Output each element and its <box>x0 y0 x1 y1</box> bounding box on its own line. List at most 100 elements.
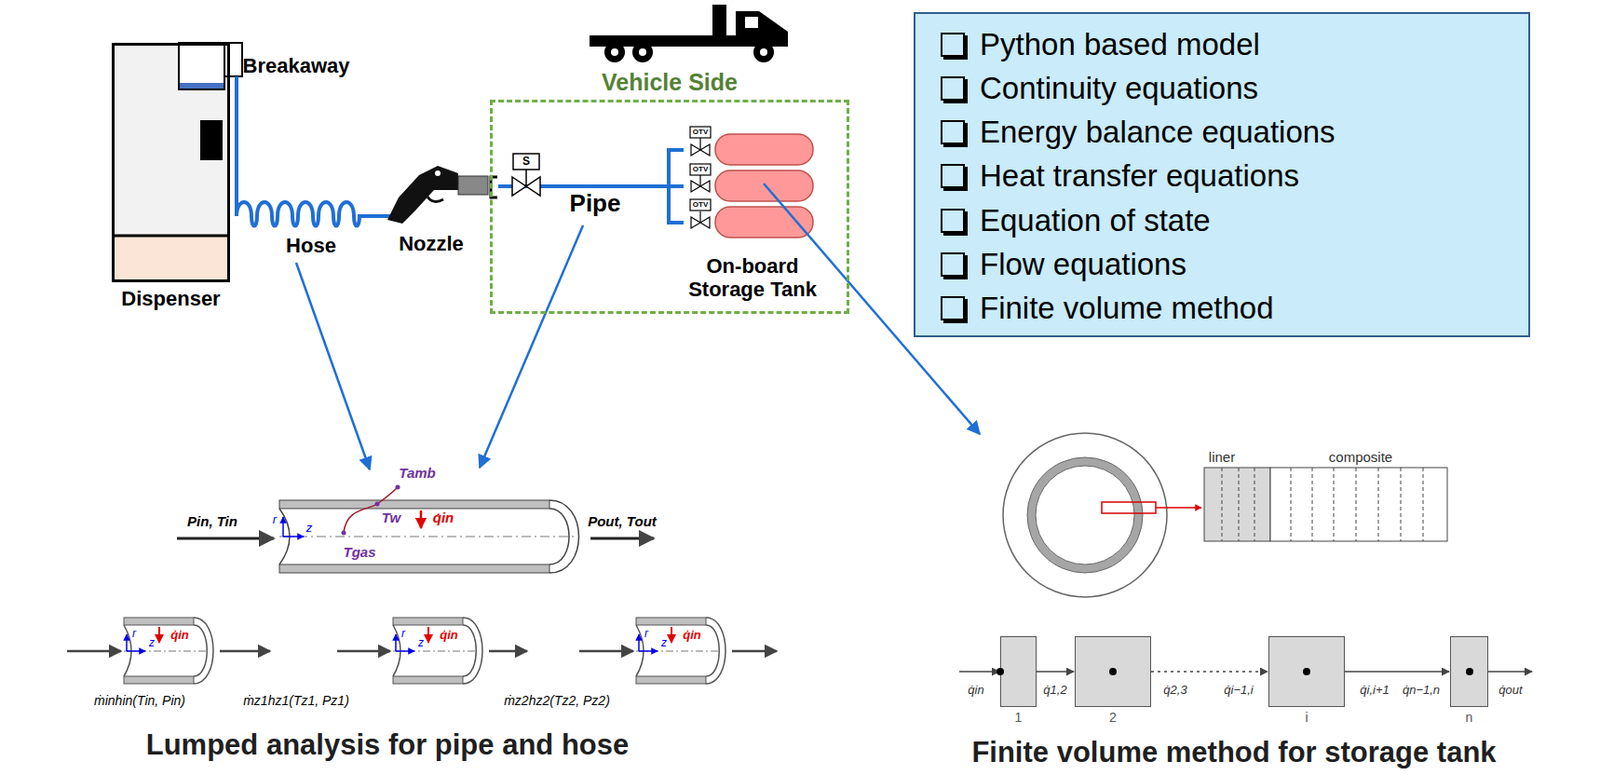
edge-label: q̇2,3 <box>1163 683 1187 698</box>
checkbox-icon <box>940 32 965 57</box>
tank-cross-section-part-part <box>1238 467 1240 542</box>
node-text: 1 <box>1015 709 1023 725</box>
hose-part <box>236 76 392 227</box>
tank-cross-section-part-part <box>1254 467 1256 542</box>
truck-icon-part <box>759 48 768 56</box>
node-text: Heat transfer equations <box>979 158 1300 194</box>
tank-cross-section-part-part <box>1333 467 1335 542</box>
tank-cross-section-part <box>1027 457 1143 573</box>
pipe-segments-part-part <box>337 650 391 653</box>
label-text: q̇in <box>439 628 459 643</box>
pipe-section-part <box>279 564 550 573</box>
truck-icon-part <box>753 41 774 63</box>
list-item: Python based model <box>940 27 1510 63</box>
vehicle-pipe-part <box>666 149 684 223</box>
cell-centroid <box>1302 667 1311 676</box>
solenoid-valve-part <box>513 153 540 170</box>
edge-label: q̇1,2 <box>1043 683 1067 698</box>
label-text: Hose <box>285 233 337 258</box>
checkbox-icon <box>940 120 965 145</box>
node-text: Dispenser <box>121 286 220 312</box>
dispenser-body-part <box>112 235 230 282</box>
label-text: Lumped analysis for pipe and hose <box>146 728 630 762</box>
fv-boundary-flux-part <box>1488 670 1533 673</box>
label-text: OTV <box>692 127 708 136</box>
dispenser-body-part <box>224 42 243 77</box>
dispenser-body-part <box>111 234 231 238</box>
dispenser-body-part <box>200 120 223 161</box>
node-text: Continuity equations <box>979 70 1259 107</box>
truck-icon-part <box>735 11 788 47</box>
truck-icon-part <box>712 4 727 36</box>
label-text: q̇n−1,n <box>1402 683 1440 698</box>
label-text: liner <box>1208 448 1235 465</box>
tank-cross-section-part <box>1221 467 1424 542</box>
dispenser-body-part <box>179 82 224 89</box>
list-item: Energy balance equations <box>940 114 1510 150</box>
pipe-section-part <box>420 510 423 529</box>
label-text: composite <box>1328 448 1393 465</box>
label-text: Pin, Tin <box>187 513 238 529</box>
fv-boundary-flux-part <box>959 670 1000 673</box>
dispenser-body <box>111 42 243 282</box>
label-text: On-board Storage Tank <box>682 254 823 302</box>
label-text: ṁinhin(Tin, Pin) <box>94 692 186 708</box>
node-text: Python based model <box>979 27 1261 63</box>
label-text: z <box>661 637 667 651</box>
pipe-segments-part <box>123 617 214 684</box>
cell-centroid <box>1109 667 1117 676</box>
fv-boundary-flux <box>959 670 1533 673</box>
pipe-segments-part <box>393 617 483 684</box>
checkbox-icon <box>940 208 965 233</box>
otv-valves-part <box>699 175 701 187</box>
finite-volume-cell: n <box>1450 636 1489 707</box>
nozzle-part <box>387 165 459 224</box>
pipe-section-part <box>283 535 304 538</box>
checkbox-icon <box>940 296 965 321</box>
truck-icon <box>589 4 788 63</box>
tank-cross-section-part <box>1035 465 1135 565</box>
list-item: Continuity equations <box>940 70 1510 107</box>
tank-cross-section-part-part <box>1312 467 1314 542</box>
label-text: Finite volume method for storage tank <box>971 735 1496 770</box>
pipe-section-part <box>176 537 274 541</box>
checkbox-icon <box>940 163 965 189</box>
pipe-section-part <box>341 530 347 536</box>
node-text: Energy balance equations <box>979 114 1336 150</box>
finite-volume-cell: 1 <box>1000 636 1037 707</box>
tank-cross-section <box>1003 433 1448 597</box>
node-text: Vehicle Side <box>601 68 738 96</box>
label-text: r <box>401 627 406 641</box>
truck-icon-part <box>632 41 653 63</box>
nozzle <box>387 165 498 224</box>
feature-list-box: Python based modelContinuity equationsEn… <box>913 12 1531 338</box>
label-text: q̇i−1,i <box>1223 683 1253 698</box>
label-text: q̇out <box>1498 683 1522 698</box>
truck-icon-part <box>745 16 759 28</box>
pipe-segments-part-part <box>732 650 777 653</box>
node-text: Equation of state <box>979 203 1211 239</box>
pointer-arrows <box>296 183 980 470</box>
tank-cross-section-part-part <box>1423 467 1424 542</box>
pipe-section <box>176 485 654 574</box>
tank-cross-section-part <box>1003 433 1167 597</box>
pipe-section-part <box>282 516 285 537</box>
label-text: q̇in <box>967 683 984 698</box>
pipe-segments-part <box>636 617 726 684</box>
nozzle-part <box>434 170 441 177</box>
tank-cross-section-part-part <box>1355 467 1357 542</box>
label-text: q̇in <box>682 628 702 643</box>
flux-arrow <box>1151 670 1268 673</box>
solenoid-valve <box>512 153 541 196</box>
label-text: ṁz2hz2(Tz2, Pz2) <box>503 692 611 708</box>
dispenser-body-part <box>178 42 225 90</box>
list-item: Equation of state <box>940 203 1510 239</box>
truck-icon-part <box>610 48 619 56</box>
tank-cross-section-part-part <box>1378 467 1380 542</box>
pipe-segments-part <box>67 650 777 653</box>
nozzle-part <box>423 189 444 202</box>
label-text: Tgas <box>342 543 376 560</box>
pointer-arrows-part <box>479 225 584 468</box>
dispenser-body-part <box>112 43 230 236</box>
